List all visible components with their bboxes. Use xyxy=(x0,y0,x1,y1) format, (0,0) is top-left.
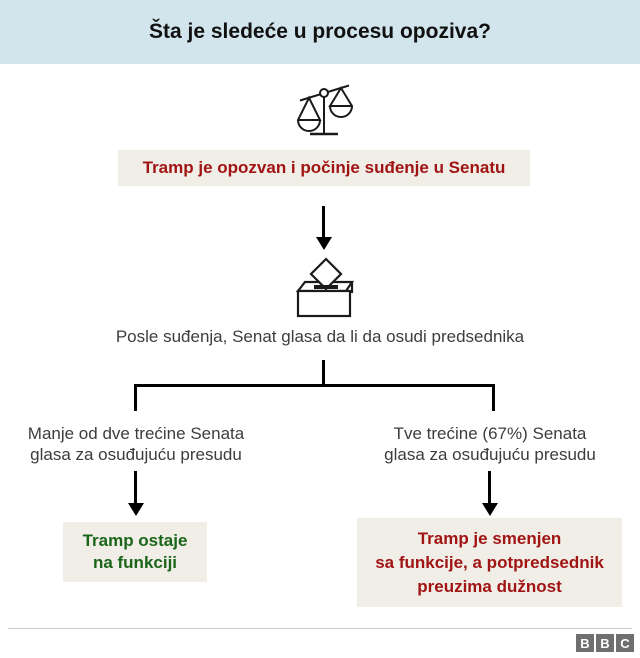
right-outcome-line1: Tramp je smenjen xyxy=(417,528,562,548)
connector-left-stub xyxy=(134,384,137,411)
right-outcome-line2: sa funkcije, a potpredsednik xyxy=(375,552,604,572)
vote-caption: Posle suđenja, Senat glasa da li da osud… xyxy=(115,327,525,346)
header: Šta je sledeće u procesu opoziva? xyxy=(0,0,640,64)
scales-of-justice-icon xyxy=(297,82,353,136)
left-outcome-line2: na funkciji xyxy=(92,553,178,572)
right-down-arrow xyxy=(481,471,498,516)
arrow-head xyxy=(315,237,332,250)
arrow-head xyxy=(481,503,498,516)
bbc-logo-block-b2: B xyxy=(596,634,614,652)
bbc-logo-block-c: C xyxy=(616,634,634,652)
left-outcome-box: Tramp ostaje na funkciji xyxy=(63,522,207,582)
left-down-arrow xyxy=(127,471,144,516)
left-outcome-line1: Tramp ostaje xyxy=(82,531,188,550)
right-condition: Tve trećine (67%) Senata glasa za osuđuj… xyxy=(358,423,622,465)
connector-horizontal xyxy=(134,384,495,387)
arrow-head xyxy=(127,503,144,516)
arrow-shaft xyxy=(322,206,325,237)
footer-divider xyxy=(8,628,632,629)
right-condition-line2: glasa za osuđujuću presudu xyxy=(384,445,596,464)
left-condition: Manje od dve trećine Senata glasa za osu… xyxy=(8,423,264,465)
bbc-logo-block-b1: B xyxy=(576,634,594,652)
trial-banner-text: Tramp je opozvan i počinje suđenje u Sen… xyxy=(142,158,506,177)
arrow-shaft xyxy=(488,471,491,503)
connector-right-stub xyxy=(492,384,495,411)
arrow-shaft xyxy=(134,471,137,503)
right-condition-line1: Tve trećine (67%) Senata xyxy=(393,424,587,443)
connector-vertical xyxy=(322,360,325,385)
bbc-logo: B B C xyxy=(576,634,634,652)
ballot-box-icon xyxy=(296,256,354,318)
left-condition-line1: Manje od dve trećine Senata xyxy=(27,424,245,443)
down-arrow xyxy=(315,206,332,250)
left-condition-line2: glasa za osuđujuću presudu xyxy=(30,445,242,464)
trial-banner: Tramp je opozvan i počinje suđenje u Sen… xyxy=(118,150,530,186)
right-outcome-box: Tramp je smenjen sa funkcije, a potpreds… xyxy=(357,518,622,607)
right-outcome-line3: preuzima dužnost xyxy=(417,576,562,596)
page-title: Šta je sledeće u procesu opoziva? xyxy=(149,20,491,43)
